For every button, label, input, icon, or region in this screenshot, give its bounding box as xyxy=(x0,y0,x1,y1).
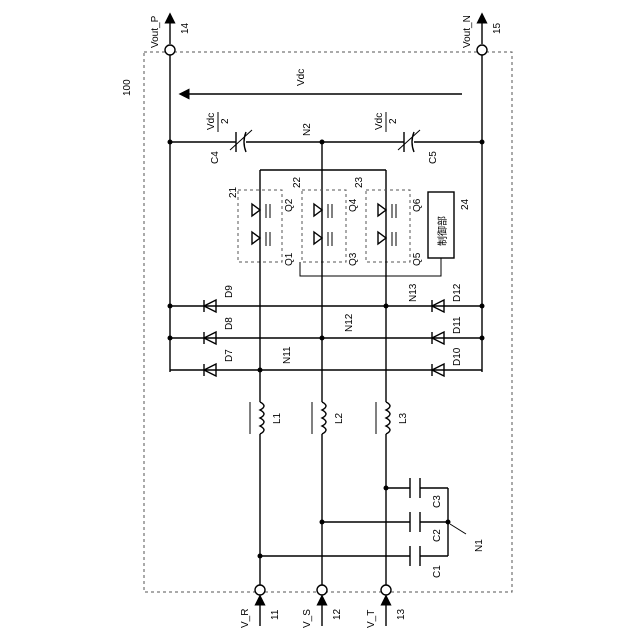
vdc-half-right: Vdc 2 xyxy=(374,112,399,132)
system-ref: 100 xyxy=(122,79,133,96)
controller-label: 制御部 xyxy=(436,216,449,246)
vs-label: V_S xyxy=(302,609,313,628)
node-n12 xyxy=(320,336,325,341)
d9-label: D9 xyxy=(224,285,235,298)
terminal-14 xyxy=(165,45,175,55)
c4-label: C4 xyxy=(210,151,221,164)
d7-label: D7 xyxy=(224,349,235,362)
c2-label: C2 xyxy=(432,529,443,542)
controller-ref: 24 xyxy=(460,198,471,210)
c1-label: C1 xyxy=(432,565,443,578)
c5-label: C5 xyxy=(428,151,439,164)
inductor-l1 xyxy=(250,402,264,434)
n12-label: N12 xyxy=(344,313,355,332)
terminal-11 xyxy=(255,585,265,595)
vdc-half-left: Vdc 2 xyxy=(206,112,231,132)
switch-module-22 xyxy=(302,190,346,262)
l1-label: L1 xyxy=(272,412,283,424)
d12-label: D12 xyxy=(452,283,463,302)
svg-text:Vdc: Vdc xyxy=(206,113,217,130)
q2-label: Q2 xyxy=(284,198,295,212)
vr-label: V_R xyxy=(240,609,251,628)
l2-label: L2 xyxy=(334,412,345,424)
l3-label: L3 xyxy=(398,412,409,424)
vt-label: V_T xyxy=(366,610,377,628)
svg-text:2: 2 xyxy=(220,118,231,124)
terminal-13-label: 13 xyxy=(396,608,407,620)
inductor-l3 xyxy=(376,402,390,434)
switch-pair-2 xyxy=(314,196,332,262)
n11-label: N11 xyxy=(282,346,293,364)
terminal-14-label: 14 xyxy=(180,22,191,34)
n1-label: N1 xyxy=(474,539,485,552)
n13-label: N13 xyxy=(408,283,419,302)
d8-label: D8 xyxy=(224,317,235,330)
q4-label: Q4 xyxy=(348,198,359,212)
node-n1 xyxy=(446,520,451,525)
terminal-13 xyxy=(381,585,391,595)
node-n11 xyxy=(258,368,263,373)
module-23-label: 23 xyxy=(354,176,365,188)
q5-label: Q5 xyxy=(412,252,423,266)
capacitor-c1 xyxy=(410,546,420,566)
module-22-label: 22 xyxy=(292,176,303,188)
c3-label: C3 xyxy=(432,495,443,508)
terminal-11-label: 11 xyxy=(270,609,281,620)
capacitor-c3 xyxy=(410,478,420,498)
capacitor-c4 xyxy=(230,130,252,152)
terminal-15-label: 15 xyxy=(492,22,503,34)
terminal-15 xyxy=(477,45,487,55)
inductor-l2 xyxy=(312,402,326,434)
terminal-12 xyxy=(317,585,327,595)
capacitor-c2 xyxy=(410,512,420,532)
q6-label: Q6 xyxy=(412,198,423,212)
node-n13 xyxy=(384,304,389,309)
q1-label: Q1 xyxy=(284,252,295,266)
n2-label: N2 xyxy=(302,123,313,136)
capacitor-c5 xyxy=(398,130,420,152)
vout-p-label: Vout_P xyxy=(150,15,161,48)
vdc-label: Vdc xyxy=(296,69,307,86)
switch-module-23 xyxy=(366,190,410,262)
svg-text:2: 2 xyxy=(388,118,399,124)
q3-label: Q3 xyxy=(348,252,359,266)
svg-text:Vdc: Vdc xyxy=(374,113,385,130)
vout-n-label: Vout_N xyxy=(462,15,473,48)
switch-pair-3 xyxy=(378,196,396,262)
module-21-label: 21 xyxy=(228,186,239,198)
switch-pair-1 xyxy=(252,196,270,262)
d11-label: D11 xyxy=(452,316,463,334)
d10-label: D10 xyxy=(452,347,463,366)
terminal-12-label: 12 xyxy=(332,608,343,620)
